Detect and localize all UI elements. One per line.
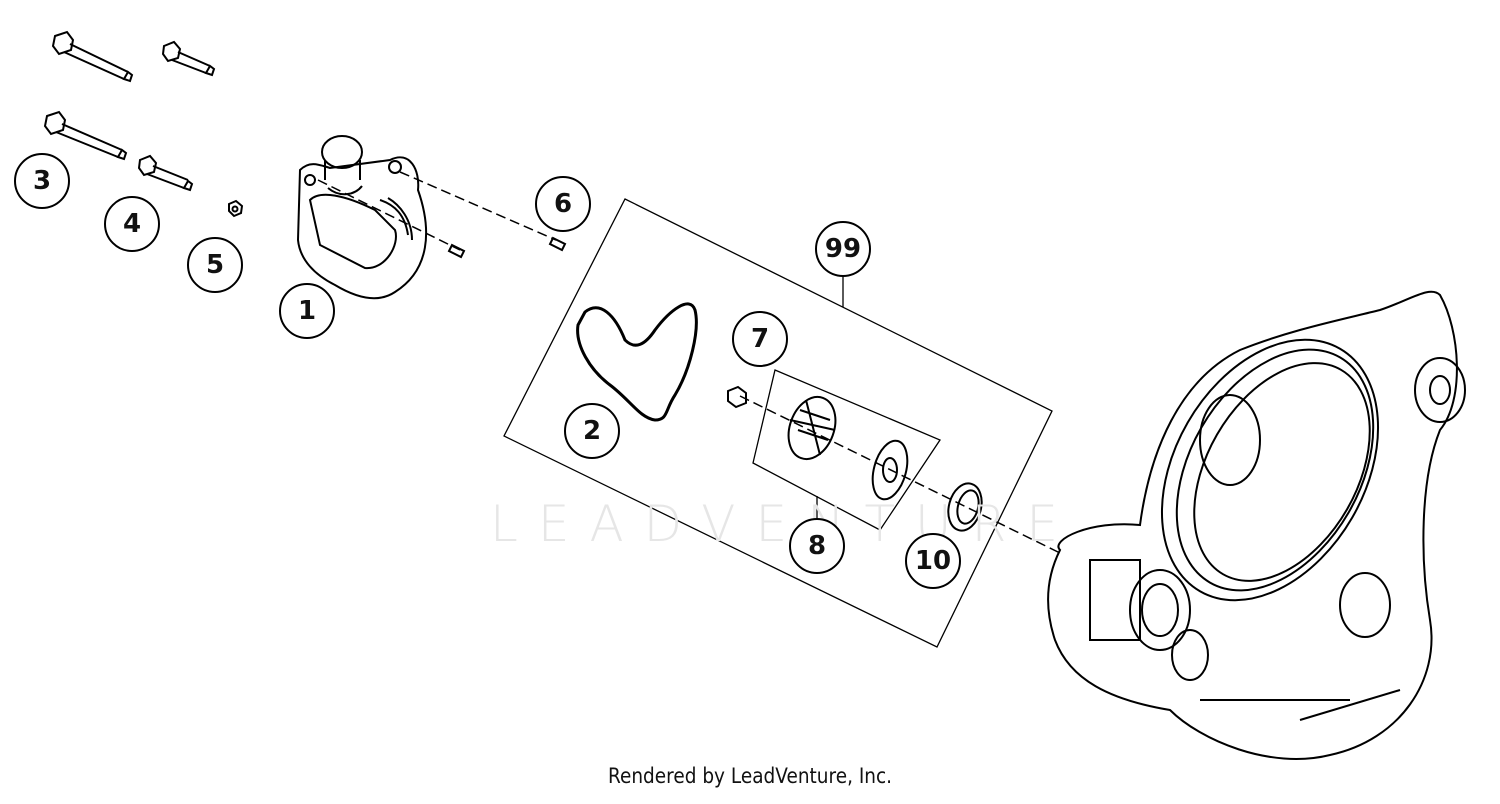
gasket bbox=[576, 302, 698, 422]
kit-8-frame bbox=[752, 369, 941, 531]
bolts bbox=[43, 30, 244, 218]
bolt-short-1 bbox=[161, 40, 216, 77]
footer-credit: Rendered by LeadVenture, Inc. bbox=[607, 764, 893, 788]
seal-ring bbox=[871, 439, 909, 501]
callout-7[interactable]: 7 bbox=[732, 311, 788, 367]
pump-cover bbox=[296, 135, 428, 300]
callout-6[interactable]: 6 bbox=[535, 176, 591, 232]
dowel-pins bbox=[447, 236, 567, 259]
bolt-short-2 bbox=[137, 154, 194, 192]
bolt-long-1 bbox=[51, 30, 134, 83]
callout-99[interactable]: 99 bbox=[815, 221, 871, 277]
shaft-seal bbox=[947, 482, 983, 532]
callout-4[interactable]: 4 bbox=[104, 196, 160, 252]
nut bbox=[228, 199, 244, 218]
callout-1[interactable]: 1 bbox=[279, 283, 335, 339]
callout-8[interactable]: 8 bbox=[789, 518, 845, 574]
callout-2[interactable]: 2 bbox=[564, 403, 620, 459]
callout-5[interactable]: 5 bbox=[187, 237, 243, 293]
callout-10[interactable]: 10 bbox=[905, 533, 961, 589]
kit-99-frame bbox=[503, 198, 1053, 648]
callout-3[interactable]: 3 bbox=[14, 153, 70, 209]
impeller-nut bbox=[727, 385, 747, 409]
engine-clutch-cover bbox=[1047, 290, 1466, 760]
bolt-long-2 bbox=[43, 110, 128, 161]
impeller bbox=[787, 396, 837, 460]
assembly-axis bbox=[317, 171, 1061, 554]
